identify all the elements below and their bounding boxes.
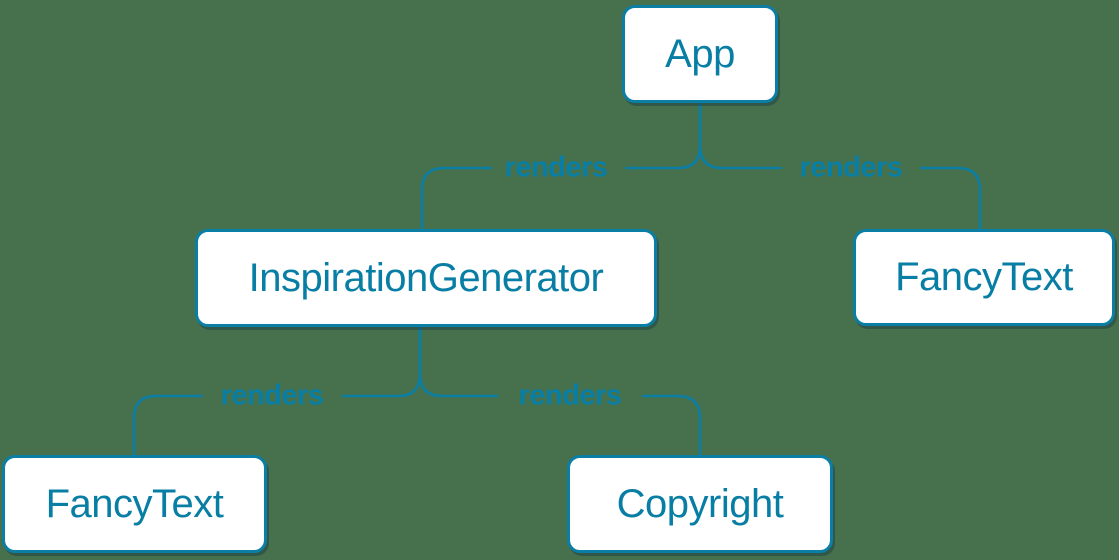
edge-app-to-fancytext-segment-a (698, 103, 782, 170)
node-fancy-text-right-label: FancyText (895, 255, 1073, 299)
node-copyright: Copyright (567, 455, 833, 553)
node-copyright-label: Copyright (616, 481, 784, 526)
node-app: App (622, 5, 778, 103)
edge-label-renders-app-fancytext: renders (799, 151, 903, 184)
edge-app-to-fancytext-segment-b (920, 166, 982, 229)
node-fancy-text-right: FancyText (853, 229, 1115, 326)
node-fancy-text-left: FancyText (2, 455, 267, 553)
edge-label-renders-inspirationgenerator-fancytext: renders (220, 379, 324, 412)
edge-inspirationgenerator-to-copyright-segment-b (642, 394, 702, 455)
edge-inspirationgenerator-to-copyright-segment-a (418, 327, 498, 398)
edge-label-renders-app-inspirationgenerator: renders (504, 151, 608, 184)
node-inspiration-generator-label: InspirationGenerator (248, 255, 604, 300)
edge-app-to-inspirationgenerator-segment-b (420, 166, 492, 229)
edge-app-to-inspirationgenerator-segment-a (625, 103, 702, 170)
node-inspiration-generator: InspirationGenerator (195, 229, 657, 327)
edge-inspirationgenerator-to-fancytext-segment-a (342, 327, 422, 398)
node-fancy-text-left-label: FancyText (45, 481, 224, 526)
edge-inspirationgenerator-to-fancytext-segment-b (132, 394, 203, 455)
node-app-label: App (665, 31, 735, 76)
edge-label-renders-inspirationgenerator-copyright: renders (518, 379, 622, 412)
